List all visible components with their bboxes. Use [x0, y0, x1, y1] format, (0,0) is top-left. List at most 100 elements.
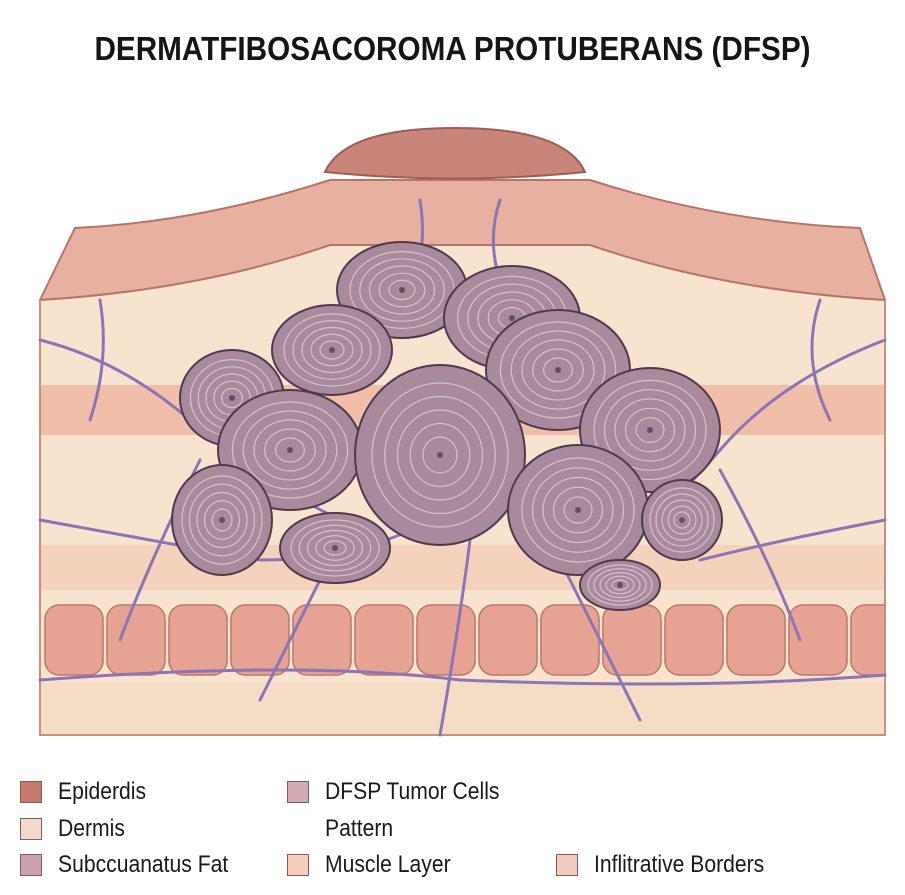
nodule-ring	[264, 428, 316, 472]
nodule-ring	[371, 382, 509, 528]
nodule-nucleus	[617, 582, 623, 588]
nodule-ring	[315, 535, 355, 561]
nodule-nucleus	[679, 517, 685, 523]
nodule-ring	[203, 500, 241, 540]
nodule-ring	[359, 258, 445, 322]
nodule-ring	[531, 467, 625, 553]
legend-swatch	[20, 818, 42, 840]
nodule-ring	[599, 571, 641, 599]
nodule-ring	[275, 437, 306, 463]
muscle-fiber	[106, 604, 166, 676]
nodule-ring	[231, 401, 349, 499]
nodule-ring	[211, 508, 233, 532]
nodule-ring	[673, 511, 691, 529]
nodule-ring	[499, 321, 617, 419]
tumor-nodule	[579, 559, 661, 611]
blood-vessel	[38, 668, 887, 686]
dermis-outline	[39, 300, 886, 736]
nodule-ring	[378, 272, 426, 308]
legend-swatch	[287, 854, 309, 876]
nodule-ring	[521, 339, 595, 401]
nodule-ring	[196, 491, 248, 549]
muscle-layer	[44, 604, 885, 676]
nodule-ring	[552, 486, 604, 534]
muscle-fiber	[168, 604, 228, 676]
nodule-ring	[542, 357, 573, 383]
nodule-ring	[563, 496, 593, 524]
nodule-nucleus	[647, 427, 653, 433]
nodule-nucleus	[555, 367, 561, 373]
nodule-ring	[323, 540, 347, 556]
subcutaneous-fat-layer	[40, 682, 885, 735]
legend-swatch	[287, 781, 309, 803]
legend-item-tumor-cells: DFSP Tumor Cells	[287, 778, 523, 806]
nodule-ring	[635, 417, 665, 444]
muscle-fiber	[726, 604, 786, 676]
legend-item-dermis: Dermis	[20, 815, 134, 843]
nodule-nucleus	[575, 507, 581, 513]
tumor-nodule	[171, 464, 273, 576]
tumor-nodule	[279, 512, 391, 584]
nodule-ring	[290, 519, 380, 577]
nodule-nucleus	[399, 287, 405, 293]
nodule-ring	[587, 564, 653, 606]
blood-vessel	[698, 518, 887, 562]
nodule-nucleus	[219, 517, 225, 523]
nodule-ring	[292, 320, 372, 380]
nodule-ring	[605, 575, 635, 595]
legend-item-muscle-layer: Muscle Layer	[287, 851, 468, 879]
diagram-title: DERMATFIBOSACOROMA PROTUBERANS (DFSP)	[94, 30, 811, 67]
muscle-fiber	[478, 604, 538, 676]
nodule-ring	[611, 579, 629, 591]
legend-swatch	[556, 854, 578, 876]
legend-swatch	[20, 854, 42, 876]
muscle-fiber	[664, 604, 724, 676]
nodule-ring	[242, 410, 338, 490]
nodule-ring	[510, 330, 606, 410]
nodule-ring	[661, 499, 703, 541]
nodule-nucleus	[287, 447, 293, 453]
nodule-ring	[667, 505, 697, 535]
nodule-ring	[253, 419, 327, 481]
nodule-nucleus	[509, 315, 515, 321]
nodule-ring	[306, 529, 364, 567]
nodule-nucleus	[332, 545, 338, 551]
nodule-ring	[409, 422, 471, 488]
nodule-ring	[593, 568, 647, 602]
legend-item-pattern: Pattern	[325, 815, 394, 842]
nodule-ring	[655, 493, 709, 547]
nodule-ring	[396, 409, 484, 501]
legend-item-subcutaneous-fat: Subccuanatus Fat	[20, 851, 251, 879]
nodule-ring	[188, 483, 256, 557]
muscle-fiber	[230, 604, 290, 676]
nodule-ring	[310, 333, 354, 367]
nodule-ring	[368, 265, 436, 315]
muscle-fiber	[788, 604, 848, 676]
blood-vessel	[718, 468, 802, 642]
muscle-fiber	[850, 604, 885, 676]
blood-vessel	[438, 538, 472, 737]
nodule-ring	[181, 475, 263, 565]
nodule-ring	[301, 326, 363, 374]
nodule-ring	[283, 313, 381, 387]
nodule-ring	[649, 487, 715, 553]
blood-vessel	[88, 298, 105, 422]
tumor-nodule	[354, 364, 526, 546]
nodule-ring	[422, 436, 458, 474]
nodule-nucleus	[329, 347, 335, 353]
nodule-ring	[521, 457, 635, 563]
nodule-nucleus	[437, 452, 443, 458]
tumor-protrusion	[323, 126, 587, 180]
nodule-ring	[298, 524, 372, 572]
blood-vessel	[810, 298, 832, 422]
tumor-nodules	[171, 241, 723, 611]
tumor-nodule	[271, 304, 393, 396]
nodule-nucleus	[229, 395, 235, 401]
muscle-fiber	[416, 604, 476, 676]
legend-item-epidermis: Epiderdis	[20, 778, 158, 806]
nodule-ring	[624, 407, 676, 453]
muscle-fiber	[292, 604, 352, 676]
muscle-fiber	[354, 604, 414, 676]
nodule-ring	[542, 476, 614, 544]
